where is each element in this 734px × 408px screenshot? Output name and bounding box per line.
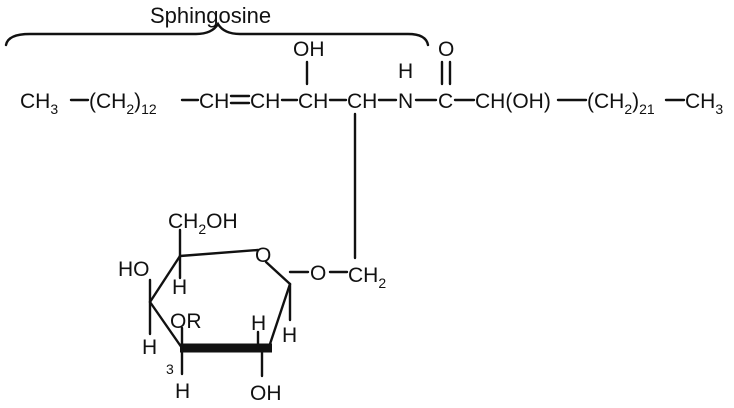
ring-oxygen: O [255, 244, 271, 267]
h-c5: H [172, 276, 187, 299]
h-c3: H [175, 380, 190, 403]
ch-amino-carbon: CH [347, 90, 377, 113]
ring-bond-c4-c3 [148, 300, 184, 350]
ring-bond-c5-c4 [148, 254, 182, 304]
oh-bottom: OH [250, 382, 282, 405]
ch-hydroxyl-carbon: CH [298, 90, 328, 113]
upper-substituents: OH H O [293, 38, 454, 86]
ring-bond-c5-o [178, 248, 260, 258]
ho-c4: HO [118, 258, 150, 281]
ch-alkene-b: CH [250, 90, 280, 113]
sphingosine-brace [4, 21, 430, 47]
ch3-right: CH3 [685, 90, 723, 117]
ch-oh-group: CH(OH) [475, 90, 551, 113]
ch2-repeat-12: (CH2)12 [89, 90, 157, 117]
sugar-ring: CH2OH H O HO H OR 3 H H OH H [118, 210, 297, 405]
carbonyl-carbon: C [438, 90, 453, 113]
ch-alkene-a: CH [199, 90, 229, 113]
or-group: OR [170, 310, 202, 333]
nitrogen: N [398, 90, 413, 113]
h-c1: H [282, 324, 297, 347]
ch3-left: CH3 [20, 90, 58, 117]
amide-hydrogen: H [398, 60, 413, 83]
position-3-label: 3 [166, 361, 174, 377]
ring-bond-o-c1 [264, 260, 292, 286]
ring-bond-c1-c2 [268, 282, 292, 346]
linker-ch2: CH2 [348, 264, 386, 291]
h-c4: H [142, 336, 157, 359]
carbonyl-oxygen: O [438, 38, 454, 61]
main-chain: CH3 (CH2)12 CH CH CH CH N C CH(OH) (CH2)… [20, 90, 723, 117]
caption-sphingosine: Sphingosine [150, 3, 271, 28]
glycosidic-linker: CH2 O [288, 112, 386, 291]
ch2-repeat-21: (CH2)21 [587, 90, 655, 117]
hydroxyl-top: OH [293, 38, 325, 61]
h-c2: H [251, 312, 266, 335]
glycosidic-oxygen: O [310, 262, 326, 285]
ch2oh-group: CH2OH [168, 210, 238, 237]
